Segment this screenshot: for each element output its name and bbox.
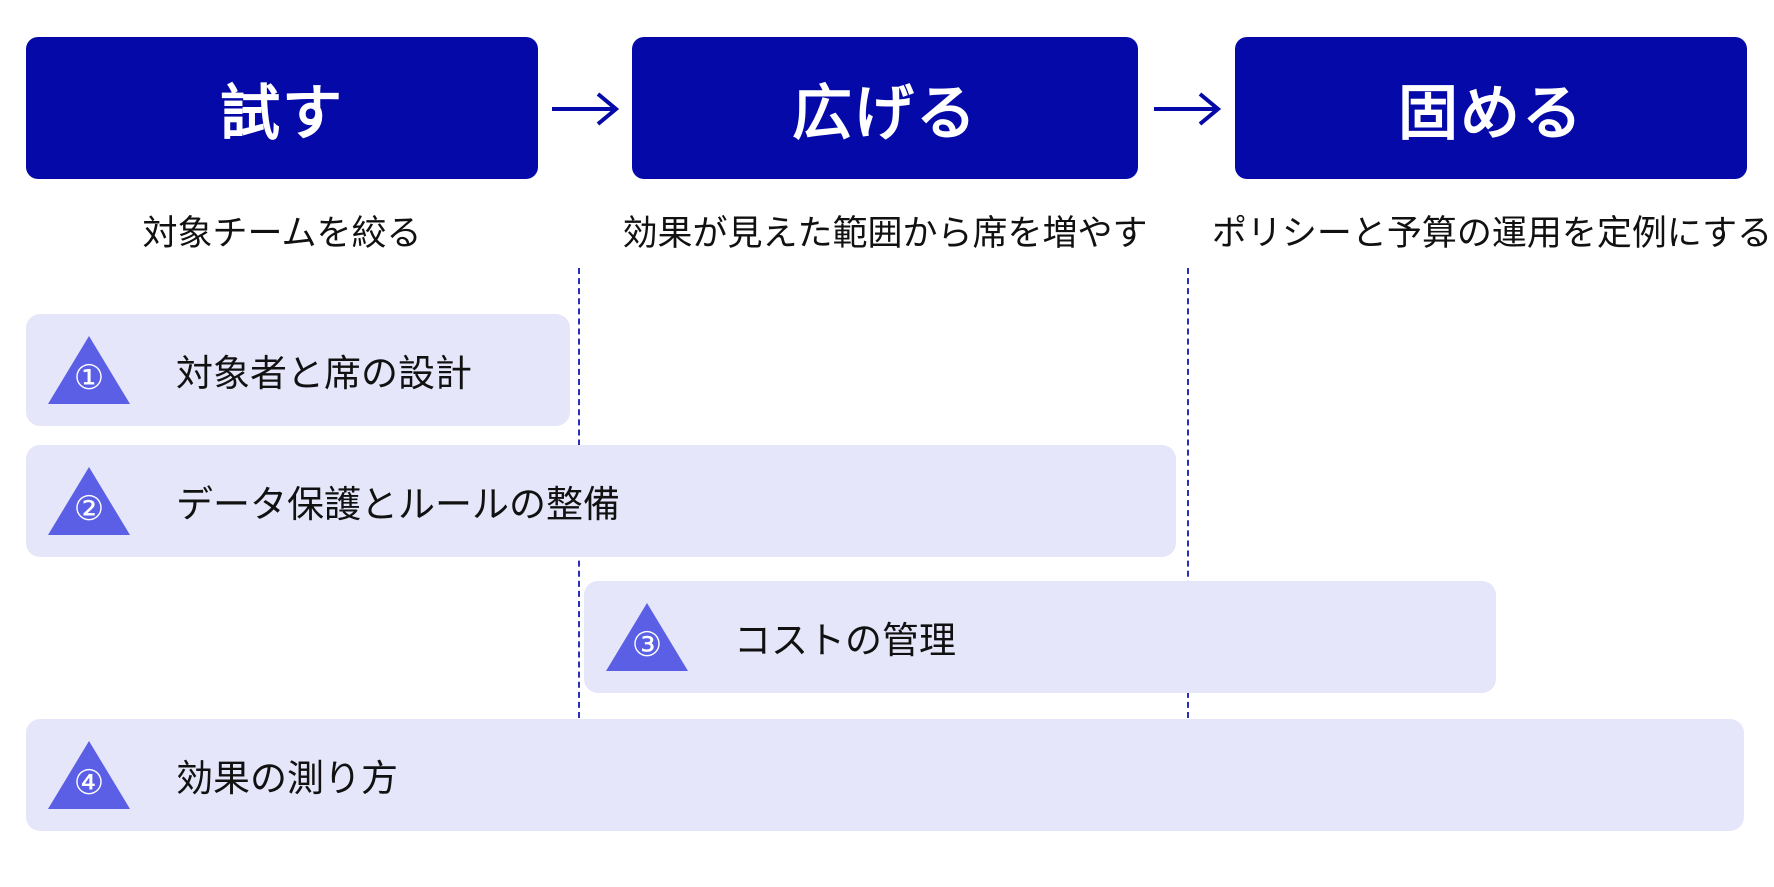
- triangle-icon: ③: [604, 601, 690, 673]
- phase-desc-solidify: ポリシーと予算の運用を定例にする: [1211, 213, 1773, 254]
- triangle-icon: ②: [46, 465, 132, 537]
- phase-desc-expand: 効果が見えた範囲から席を増やす: [622, 213, 1148, 254]
- phase-box-try: 試す: [26, 37, 538, 179]
- track-bar: ④ 効果の測り方: [26, 719, 1744, 831]
- track-label: データ保護とルールの整備: [176, 483, 620, 526]
- phase-desc-try: 対象チームを絞る: [142, 213, 422, 254]
- arrow-right-icon: [552, 92, 620, 126]
- track-number: ②: [73, 489, 105, 529]
- phase-title-solidify: 固める: [1398, 78, 1584, 149]
- track-label: 対象者と席の設計: [176, 352, 472, 395]
- phase-box-expand: 広げる: [632, 37, 1138, 179]
- phase-title-expand: 広げる: [792, 78, 978, 149]
- phase-title-try: 試す: [220, 78, 344, 149]
- track-number: ①: [73, 358, 105, 398]
- track-bar: ② データ保護とルールの整備: [26, 445, 1176, 557]
- triangle-icon: ①: [46, 334, 132, 406]
- triangle-icon: ④: [46, 739, 132, 811]
- track-bar: ① 対象者と席の設計: [26, 314, 570, 426]
- track-number: ③: [631, 625, 663, 665]
- track-label: 効果の測り方: [176, 757, 398, 800]
- phase-divider: [1187, 268, 1189, 718]
- track-bar: ③ コストの管理: [584, 581, 1496, 693]
- arrow-right-icon: [1154, 92, 1222, 126]
- track-number: ④: [73, 763, 105, 803]
- track-label: コストの管理: [734, 619, 956, 662]
- phase-box-solidify: 固める: [1235, 37, 1747, 179]
